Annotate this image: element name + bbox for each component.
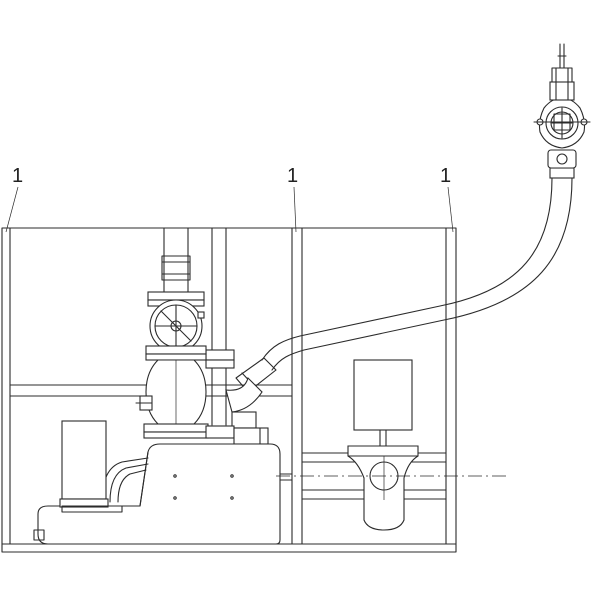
collection-tank [33, 443, 293, 545]
hose-coupling [533, 43, 591, 179]
callout-label-right: 1 [440, 165, 451, 187]
callout-label-left: 1 [12, 165, 23, 187]
riser-pipes [161, 227, 235, 426]
frame-outline [1, 227, 457, 553]
callout-leader-right [447, 186, 454, 233]
right-pump [347, 359, 419, 531]
frame [1, 227, 457, 553]
elbow-fitting [205, 376, 269, 445]
callout-leader-middle [293, 186, 297, 233]
callouts: 1 1 1 [5, 165, 454, 233]
right-motor [353, 359, 413, 431]
callout-leader-left [5, 186, 19, 233]
check-valve [135, 359, 209, 439]
callout-label-middle: 1 [287, 165, 298, 187]
gate-valve [145, 291, 207, 361]
left-motor [59, 420, 123, 513]
